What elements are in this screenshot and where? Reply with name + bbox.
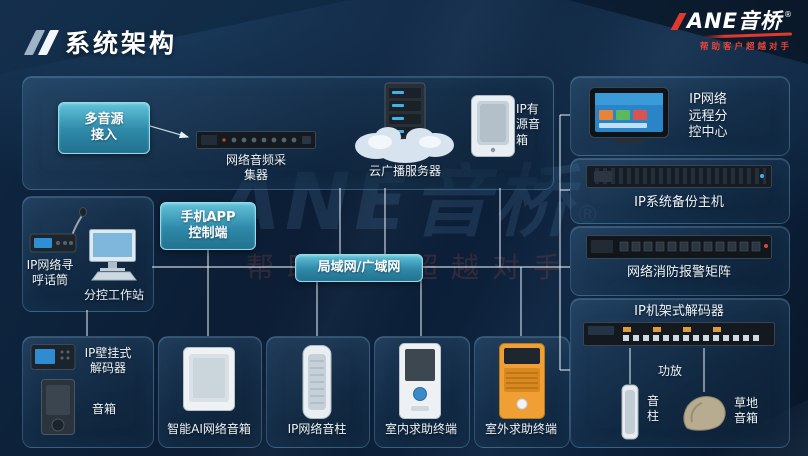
backup-host-server-icon — [586, 163, 772, 191]
collector-label: 网络音频采集器 — [225, 153, 286, 183]
box-speaker-label: 音箱 — [91, 402, 116, 416]
network-column-label: IP网络音柱 — [287, 422, 347, 436]
page-title: 系统架构 — [65, 29, 178, 58]
ai-network-speaker-icon — [182, 346, 236, 412]
ip-active-speaker-icon — [470, 94, 516, 158]
remote-center-label: IP网络远程分控中心 — [688, 92, 728, 141]
rack-decoder-title: IP机架式解码器 — [634, 304, 724, 319]
box-speaker-icon — [40, 378, 76, 436]
lan-wan-hub-node: 局域网/广域网 — [295, 254, 423, 282]
outdoor-terminal-label: 室外求助终端 — [484, 422, 557, 436]
outdoor-help-terminal-icon — [498, 342, 546, 420]
lan-wan-hub-label: 局域网/广域网 — [317, 259, 401, 275]
wall-decoder-label: IP壁挂式解码器 — [84, 346, 132, 376]
fire-matrix-label: 网络消防报警矩阵 — [626, 265, 731, 280]
logo-swoosh-icon — [702, 32, 793, 39]
paging-microphone-icon — [28, 206, 88, 258]
registered-mark: ® — [784, 10, 792, 19]
network-audio-collector-icon — [196, 128, 316, 152]
amplifier-label: 功放 — [657, 364, 682, 378]
backup-host-label: IP系统备份主机 — [634, 195, 724, 210]
rack-decoder-icon — [583, 320, 775, 348]
ai-speaker-label: 智能AI网络音箱 — [167, 422, 251, 436]
header: 系统架构 — [23, 24, 178, 60]
cloud-broadcast-server-icon — [350, 82, 460, 164]
indoor-terminal-label: 室内求助终端 — [384, 422, 457, 436]
brand-logo: ANE音桥 ® 帮助客户超越对手 — [670, 9, 793, 53]
sound-column-label: 音柱 — [646, 394, 659, 424]
paging-mic-label: IP网络寻呼话筒 — [26, 258, 74, 288]
workstation-computer-icon — [82, 228, 146, 284]
multi-source-label: 多音源接入 — [84, 111, 124, 143]
remote-control-tablet-icon — [588, 86, 670, 146]
network-column-speaker-icon — [300, 344, 334, 420]
mobile-app-node: 手机APP控制端 — [160, 202, 256, 250]
cloud-server-label: 云广播服务器 — [368, 164, 441, 178]
workstation-label: 分控工作站 — [83, 288, 144, 302]
mobile-app-label: 手机APP控制端 — [180, 209, 236, 241]
fire-alarm-matrix-icon — [586, 233, 772, 261]
ip-speaker-label: IP有源音箱 — [516, 102, 541, 147]
wall-decoder-icon — [30, 342, 76, 372]
sound-column-icon — [620, 384, 640, 440]
brand-tagline: 帮助客户超越对手 — [699, 42, 792, 53]
lawn-speaker-label: 草地音箱 — [733, 396, 758, 426]
brand-name: ANE音桥 — [686, 9, 782, 33]
indoor-help-terminal-icon — [398, 342, 442, 420]
lawn-speaker-rock-icon — [680, 392, 728, 432]
multi-source-node: 多音源接入 — [58, 102, 150, 154]
